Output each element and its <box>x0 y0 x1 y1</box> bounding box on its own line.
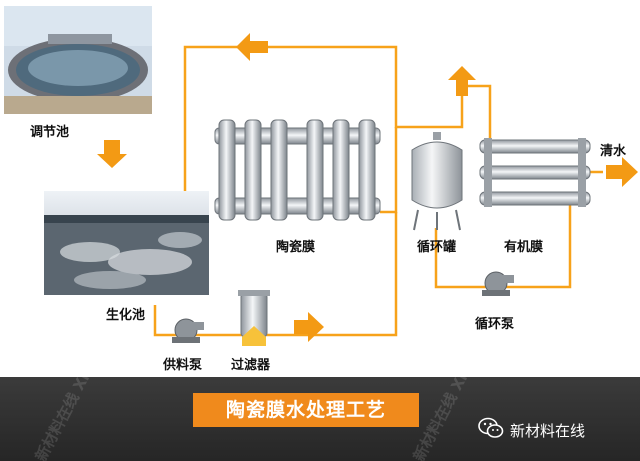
arrow-left-top <box>236 33 268 61</box>
pipe-feed-line <box>153 212 398 337</box>
label-circulation-tank: 循环罐 <box>417 240 457 255</box>
label-filter: 过滤器 <box>231 358 271 373</box>
arrow-down-regulating <box>97 140 127 168</box>
organic-membrane-modules <box>479 138 591 207</box>
label-ceramic-membrane: 陶瓷膜 <box>276 240 316 255</box>
brand-name: 新材料在线 <box>510 421 586 440</box>
label-organic-membrane: 有机膜 <box>504 240 544 255</box>
label-bio-tank: 生化池 <box>106 308 146 323</box>
arrow-right-clean <box>606 157 638 187</box>
brand: 新材料在线 <box>478 417 585 443</box>
watermark-left: 新材料在线 Xincailiao <box>31 377 124 461</box>
label-feed-pump: 供料泵 <box>163 358 203 373</box>
banner-title: 陶瓷膜水处理工艺 <box>193 393 419 427</box>
regulating-tank-photo <box>4 6 152 114</box>
label-regulating-tank: 调节池 <box>30 125 70 140</box>
bio-tank-photo <box>44 191 209 295</box>
pipe-to-organic <box>462 84 492 140</box>
circulation-tank <box>411 132 463 231</box>
arrow-right-filter <box>294 312 324 342</box>
arrow-up-tank <box>448 66 476 96</box>
flow-arrows <box>97 33 638 342</box>
wechat-icon <box>478 417 504 443</box>
label-circulation-pump: 循环泵 <box>475 317 515 332</box>
pipe-bio-to-top <box>183 45 464 292</box>
label-clean-water: 清水 <box>600 144 627 159</box>
ceramic-membrane-modules <box>214 119 381 221</box>
pipe-ceramic-to-tank <box>380 127 398 214</box>
filter-graphic <box>238 290 270 346</box>
circulation-pump-graphic <box>482 271 514 296</box>
feed-pump-graphic <box>172 318 204 343</box>
process-flow-graphic <box>4 6 638 346</box>
title-banner: 新材料在线 Xincailiao 新材料在线 Xincailiao 陶瓷膜水处理… <box>0 377 640 461</box>
